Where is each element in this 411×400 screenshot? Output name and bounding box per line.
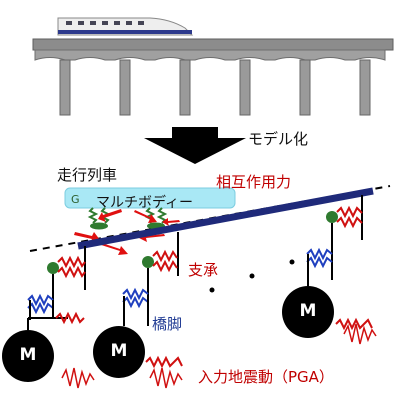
ground-spring: [55, 311, 85, 325]
pier-label: 橋脚: [152, 315, 183, 333]
viaduct-pier: [299, 59, 311, 116]
model-label: モデル化: [248, 130, 309, 148]
ground-spring: [335, 317, 373, 331]
bearing-2: [142, 232, 179, 296]
pier-spring-blue: [27, 301, 54, 315]
pier-2: [93, 287, 183, 378]
interaction-force-label: 相互作用力: [216, 173, 292, 191]
ellipsis-dot: [249, 273, 255, 279]
bearing-spring: [336, 205, 363, 219]
train-label: 走行列車: [57, 166, 118, 184]
pier-mass: [2, 330, 54, 382]
viaduct-pier: [179, 59, 191, 116]
bearing-spring: [57, 265, 86, 279]
ellipsis-dot: [209, 287, 215, 293]
pier-1: [2, 293, 85, 382]
viaduct-arches: [34, 49, 386, 61]
bridge-girder: [77, 187, 374, 250]
mass-label: M: [19, 345, 37, 365]
viaduct-deck: [32, 38, 394, 51]
multibody-glyph: G: [71, 193, 80, 206]
train-illustration: [57, 17, 194, 36]
pier-mass: [93, 326, 145, 378]
bearing-node: [142, 256, 154, 268]
ground-motion-wave: [343, 323, 377, 345]
bearing-spring: [152, 249, 178, 263]
modeling-arrow: [144, 127, 246, 164]
ground-motion-wave: [149, 367, 183, 389]
ground-spring: [145, 355, 183, 369]
pier-mass: [282, 286, 334, 338]
mass-label: M: [299, 301, 317, 321]
bearing-node: [326, 211, 338, 223]
multibody-label: マルチボディー: [96, 195, 194, 211]
pier-3: [282, 247, 373, 338]
pier-spring-blue: [122, 295, 149, 309]
ground-motion-wave: [61, 367, 95, 389]
bearing-spring: [57, 255, 86, 269]
pier-spring-blue: [27, 293, 54, 307]
viaduct-pier: [119, 59, 131, 116]
pier-spring-blue: [122, 287, 149, 301]
ellipsis-dot: [289, 259, 295, 265]
viaduct-pier: [359, 59, 371, 116]
wheel-icon: [90, 222, 108, 230]
bearing-label: 支承: [188, 261, 219, 279]
pier-spring-blue: [306, 247, 333, 261]
viaduct-illustration: [32, 17, 394, 116]
bearing-3: [326, 195, 363, 280]
pier-spring-blue: [306, 255, 333, 269]
bearing-1: [47, 246, 86, 300]
bearing-spring: [336, 215, 363, 229]
viaduct-pier: [59, 59, 71, 116]
mass-label: M: [110, 341, 128, 361]
bearing-node: [47, 262, 59, 274]
bearing-spring: [152, 259, 178, 273]
viaduct-pier: [239, 59, 251, 116]
input-motion-label: 入力地震動（PGA）: [198, 368, 334, 386]
